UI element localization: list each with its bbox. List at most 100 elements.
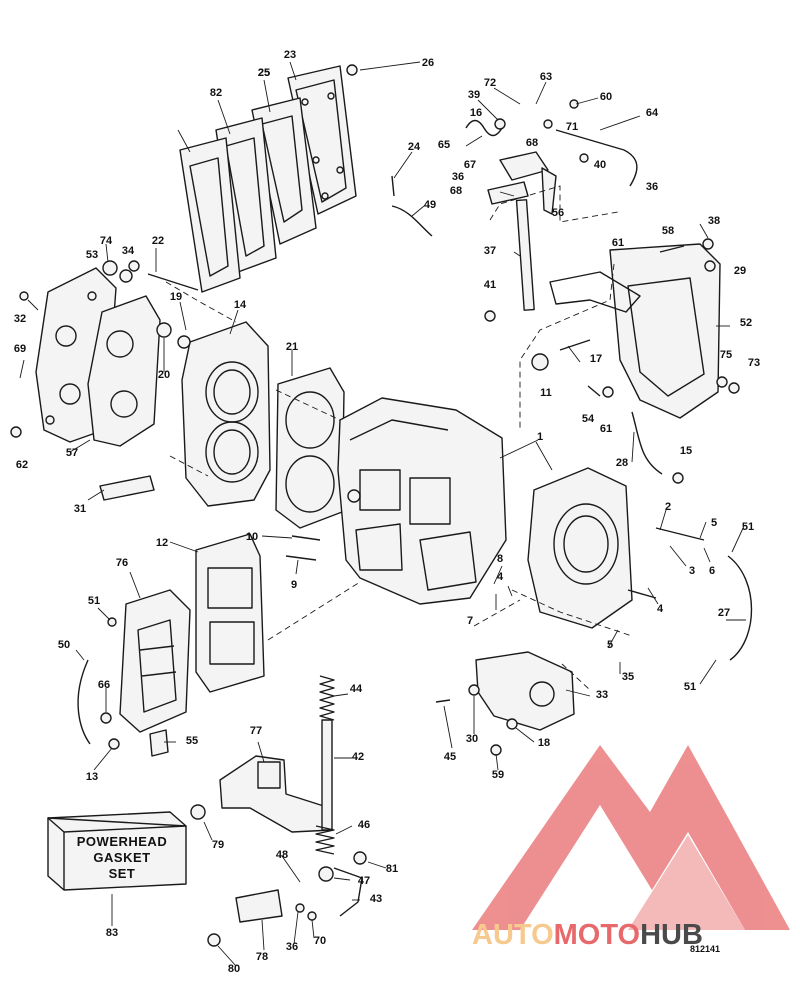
callout-number: 39 — [468, 89, 480, 101]
callout-number: 21 — [286, 341, 298, 353]
callout-number: 12 — [156, 537, 168, 549]
callout-number: 26 — [422, 57, 434, 69]
callout-number: 74 — [100, 235, 113, 247]
callout-number: 4 — [657, 603, 664, 615]
callout-number: 5 — [711, 517, 717, 529]
small-hardware — [10, 64, 753, 947]
callout-number: 23 — [284, 49, 296, 61]
exhaust-inner-gasket — [179, 137, 241, 293]
callout-number: 53 — [86, 249, 98, 261]
callout-number: 36 — [286, 941, 298, 953]
callout-leaders — [19, 61, 746, 967]
crankcase — [527, 467, 633, 629]
callout-number: 13 — [86, 771, 98, 783]
callout-number: 19 — [170, 291, 182, 303]
callout-number: 4 — [497, 571, 504, 583]
callout-number: 59 — [492, 769, 504, 781]
callout-number: 37 — [484, 245, 496, 257]
callout-number: 79 — [212, 839, 224, 851]
callout-number: 61 — [600, 423, 612, 435]
callout-number: 51 — [684, 681, 696, 693]
callout-number: 34 — [122, 245, 135, 257]
callout-number: 82 — [210, 87, 222, 99]
engine-mount-bracket — [219, 755, 333, 833]
callout-number: 50 — [58, 639, 70, 651]
cylinder-block — [337, 397, 507, 605]
callout-number: 55 — [186, 735, 198, 747]
callout-number: 28 — [616, 457, 628, 469]
callout-number: 73 — [748, 357, 760, 369]
callout-number: 25 — [258, 67, 270, 79]
callout-number: 36 — [646, 181, 658, 193]
callout-number: 38 — [708, 215, 720, 227]
callout-number: 66 — [98, 679, 110, 691]
carburetor-bracket — [475, 651, 575, 731]
callout-number: 18 — [538, 737, 550, 749]
callout-number: 49 — [424, 199, 436, 211]
callout-number: 51 — [88, 595, 100, 607]
callout-number: 2 — [665, 501, 671, 513]
watermark-auto: AUTO — [472, 919, 554, 951]
intake-manifold — [119, 589, 191, 733]
callout-number: 15 — [680, 445, 692, 457]
intake-gasket — [195, 533, 265, 693]
callout-number: 83 — [106, 927, 118, 939]
gasket-box-line-3: SET — [109, 866, 136, 881]
callout-number: 64 — [646, 107, 659, 119]
callout-number: 25 — [258, 67, 270, 79]
callout-number: 32 — [14, 313, 26, 325]
callout-number: 52 — [740, 317, 752, 329]
callout-number: 69 — [14, 343, 26, 355]
callout-number: 41 — [484, 279, 496, 291]
callout-number: 47 — [358, 875, 370, 887]
callout-number: 11 — [540, 387, 552, 399]
gasket-box-line-2: GASKET — [93, 850, 150, 865]
callout-number: 61 — [612, 237, 624, 249]
callout-number: 67 — [464, 159, 476, 171]
callout-number: 51 — [742, 521, 754, 533]
callout-number: 43 — [370, 893, 382, 905]
callout-number: 75 — [720, 349, 732, 361]
watermark-moto: MOTO — [554, 919, 640, 951]
automotohub-watermark-logo — [472, 745, 790, 930]
callout-number: 60 — [600, 91, 612, 103]
callout-number: 3 — [689, 565, 695, 577]
callout-number: 54 — [582, 413, 595, 425]
callout-number: 7 — [467, 615, 473, 627]
callout-number: 5 — [607, 639, 613, 651]
callout-number: 44 — [350, 683, 363, 695]
callout-number: 42 — [352, 751, 364, 763]
callout-number: 77 — [250, 725, 262, 737]
callout-number: 62 — [16, 459, 28, 471]
callout-number: 20 — [158, 369, 170, 381]
callout-number: 31 — [74, 503, 86, 515]
callout-number: 57 — [66, 447, 78, 459]
callout-number: 6 — [709, 565, 715, 577]
callout-number: 33 — [596, 689, 608, 701]
callout-number: 81 — [386, 863, 398, 875]
callout-number: 1 — [537, 431, 543, 443]
callout-number: 78 — [256, 951, 268, 963]
callout-number: 30 — [466, 733, 478, 745]
callout-number: 80 — [228, 963, 240, 975]
callout-number: 65 — [438, 139, 450, 151]
callout-number: 17 — [590, 353, 602, 365]
bypass-cover — [549, 243, 721, 419]
cylinder-head — [181, 321, 271, 507]
callout-number: 71 — [566, 121, 578, 133]
callout-number: 45 — [444, 751, 456, 763]
callout-number: 58 — [662, 225, 674, 237]
callout-number: 24 — [408, 141, 421, 153]
callout-number: 46 — [358, 819, 370, 831]
callout-number: 35 — [622, 671, 634, 683]
callout-number: 68 — [526, 137, 538, 149]
gasket-set-box — [47, 811, 187, 891]
gasket-box-line-1: POWERHEAD — [77, 834, 167, 849]
assembly-guide-lines — [165, 185, 633, 691]
drawing-number: 812141 — [690, 944, 720, 954]
callout-number: 9 — [291, 579, 297, 591]
callout-number: 48 — [276, 849, 288, 861]
callout-number: 70 — [314, 935, 326, 947]
callout-number: 56 — [552, 207, 564, 219]
